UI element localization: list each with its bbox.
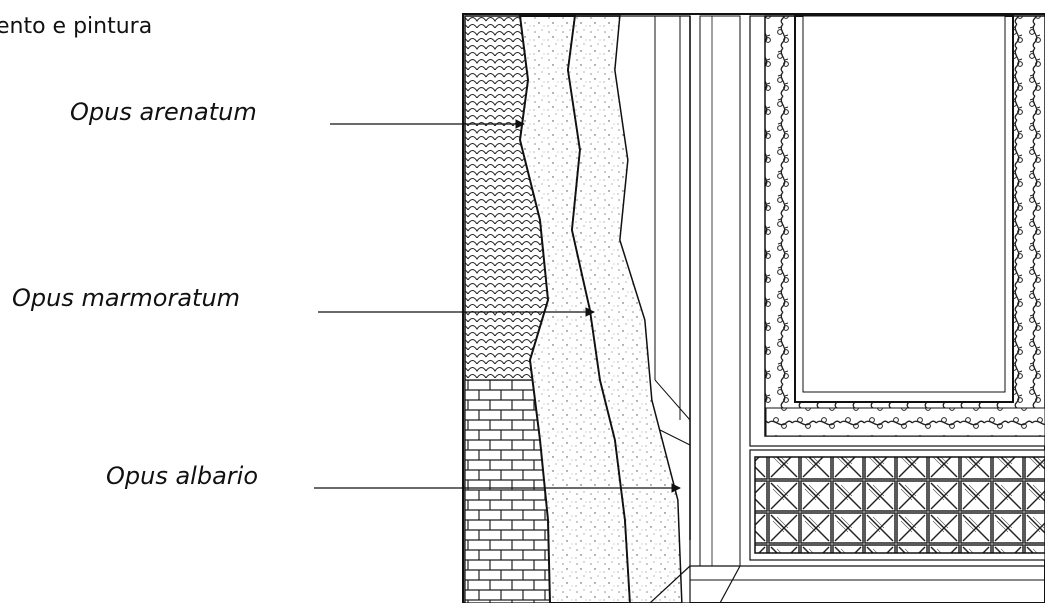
lattice-dado: [750, 450, 1045, 560]
decorated-panel: [750, 16, 1045, 446]
